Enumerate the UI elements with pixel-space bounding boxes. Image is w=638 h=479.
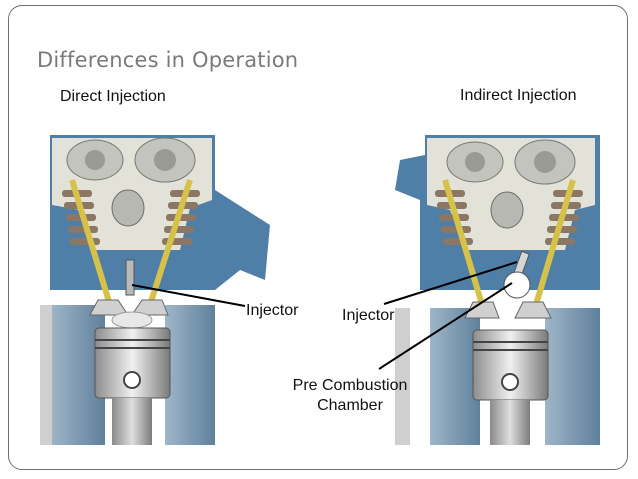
direct-injector xyxy=(125,259,135,296)
indirect-injector-leader-line xyxy=(383,261,518,305)
direct-injection-engine-illustration xyxy=(40,135,270,445)
connecting-rod xyxy=(112,398,152,445)
pre-combustion-chamber xyxy=(503,271,531,299)
indirect-injection-engine-illustration xyxy=(395,135,600,445)
direct-injection-heading: Direct Injection xyxy=(60,88,166,105)
slide-title: Differences in Operation xyxy=(37,48,299,72)
indirect-injector-label: Injector xyxy=(342,307,395,324)
direct-injector-leader-line xyxy=(131,284,246,307)
indirect-injection-heading: Indirect Injection xyxy=(460,87,577,104)
pre-combustion-label-line1: Pre Combustion xyxy=(292,377,408,394)
cylinder-wall-right xyxy=(165,305,215,445)
pre-combustion-label-line2: Chamber xyxy=(317,397,383,414)
pre-combustion-chamber-label: Pre Combustion Chamber xyxy=(286,376,414,416)
pre-combustion-leader-line xyxy=(378,282,513,370)
direct-injector-label: Injector xyxy=(246,302,299,319)
